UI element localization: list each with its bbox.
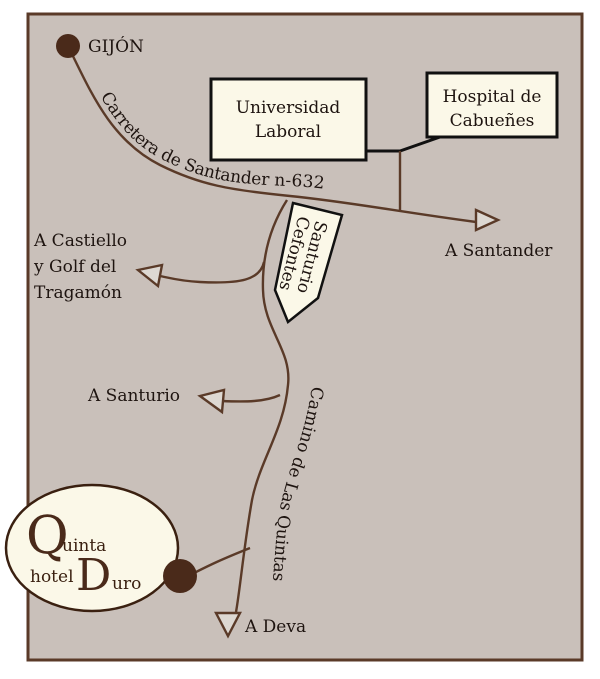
santurio-road (221, 393, 281, 403)
hotel-marker-icon (163, 559, 197, 593)
main-road (66, 45, 477, 224)
logo-d: D (76, 550, 111, 601)
logo-hotel: hotel (30, 567, 74, 587)
gijon-marker-icon (56, 34, 80, 58)
camino-road (234, 199, 290, 613)
universidad-box (209, 77, 368, 162)
hotel-link-road (195, 546, 251, 574)
castiello-road (159, 261, 266, 284)
hospital-label: Hospital de (443, 87, 542, 107)
universidad-label-2: Laboral (255, 122, 321, 142)
santander-arrow-icon (474, 208, 501, 232)
castiello-arrow-icon (135, 263, 164, 289)
castiello-label-3: Tragamón (34, 283, 122, 303)
deva-label: A Deva (244, 617, 306, 637)
santurio-cefontes-sign (273, 201, 344, 325)
hotel-logo (4, 483, 180, 613)
logo-q: Q (26, 506, 69, 566)
universidad-label: Universidad (236, 98, 341, 118)
castiello-label: A Castiello (33, 231, 127, 251)
santurio-arrow-icon (197, 388, 226, 415)
logo-duro: uro (112, 574, 141, 594)
santurio-label: A Santurio (87, 386, 180, 406)
santander-label: A Santander (444, 241, 553, 261)
gijon-label: GIJÓN (88, 36, 144, 57)
castiello-label-2: y Golf del (33, 257, 116, 277)
deva-arrow-icon (214, 611, 242, 639)
hospital-label-2: Cabueñes (450, 111, 535, 131)
logo-quinta: uinta (62, 536, 106, 556)
hospital-box (425, 71, 559, 139)
